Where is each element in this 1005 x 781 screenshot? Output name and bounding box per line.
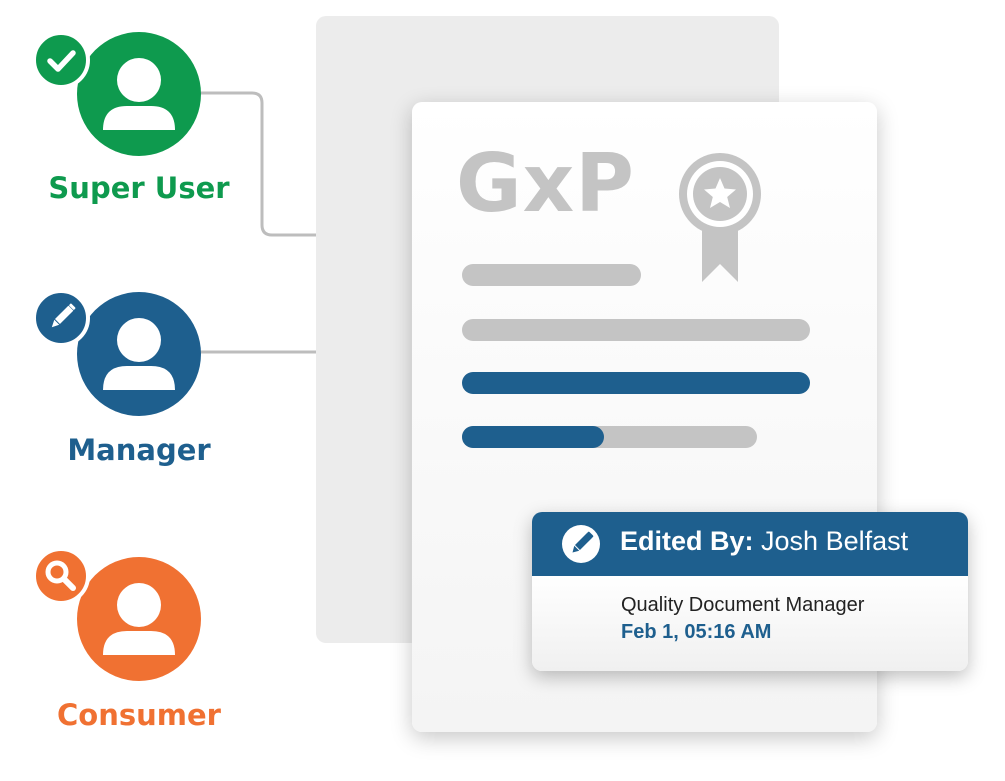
pencil-icon <box>51 303 76 328</box>
document-title: GxP <box>456 137 635 230</box>
check-badge <box>32 31 90 89</box>
progress-fill <box>462 426 604 448</box>
editor-role: Quality Document Manager <box>621 594 865 616</box>
pencil-icon <box>562 525 600 563</box>
magnifier-badge <box>32 547 90 605</box>
arrow-super-user <box>200 91 360 237</box>
person-icon <box>103 58 175 130</box>
edit-timestamp: Feb 1, 05:16 AM <box>621 621 772 643</box>
magnifier-icon <box>45 560 76 591</box>
editor-name: Josh Belfast <box>761 526 909 556</box>
text-line-3-highlight <box>462 372 810 394</box>
edited-by-title: Edited By: Josh Belfast <box>620 526 908 557</box>
progress-track <box>462 426 757 448</box>
consumer-label: Consumer <box>57 698 221 732</box>
edited-by-header: Edited By: Josh Belfast <box>532 512 968 576</box>
edited-by-card: Edited By: Josh Belfast Quality Document… <box>532 512 968 671</box>
check-icon <box>47 50 76 72</box>
edited-by-body: Quality Document Manager Feb 1, 05:16 AM <box>532 576 968 671</box>
text-line-2 <box>462 319 810 341</box>
text-line-1 <box>462 264 641 286</box>
manager-label: Manager <box>67 433 211 467</box>
edited-by-label: Edited By: <box>620 526 754 556</box>
manager-avatar <box>77 292 201 416</box>
person-icon <box>103 318 175 390</box>
pencil-badge <box>32 289 90 347</box>
super-user-avatar <box>77 32 201 156</box>
consumer-avatar <box>77 557 201 681</box>
award-ribbon-icon <box>679 153 761 282</box>
person-icon <box>103 583 175 655</box>
super-user-label: Super User <box>48 171 230 205</box>
